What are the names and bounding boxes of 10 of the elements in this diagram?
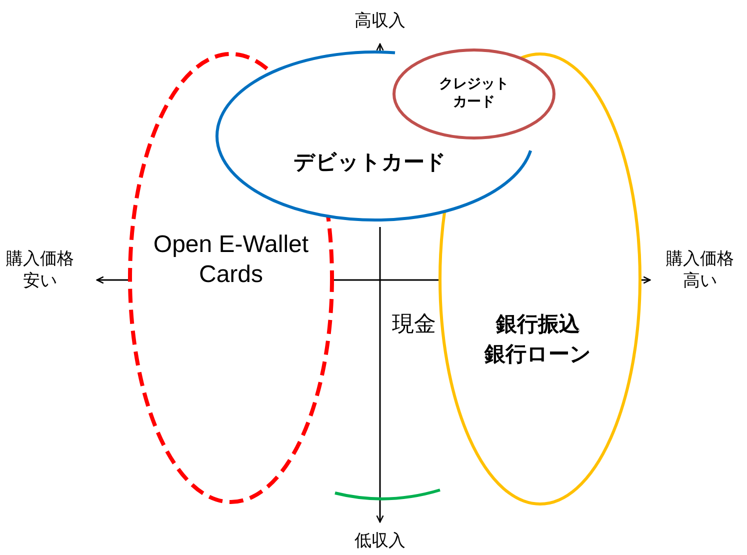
axis-label: 高収入 [354, 10, 406, 32]
category-label: 銀行ローン [483, 342, 592, 368]
axis-label: 低収入 [354, 530, 406, 552]
category-label: クレジットカード [438, 75, 510, 110]
category-label: Open E-Wallet Cards [152, 230, 310, 290]
category-label: 現金 [391, 310, 437, 338]
axis-label: 購入価格高い [665, 248, 735, 292]
axis-label: 購入価格安い [5, 248, 75, 292]
category-label: デビットカード [292, 150, 448, 176]
category-label: 銀行振込 [494, 312, 581, 338]
